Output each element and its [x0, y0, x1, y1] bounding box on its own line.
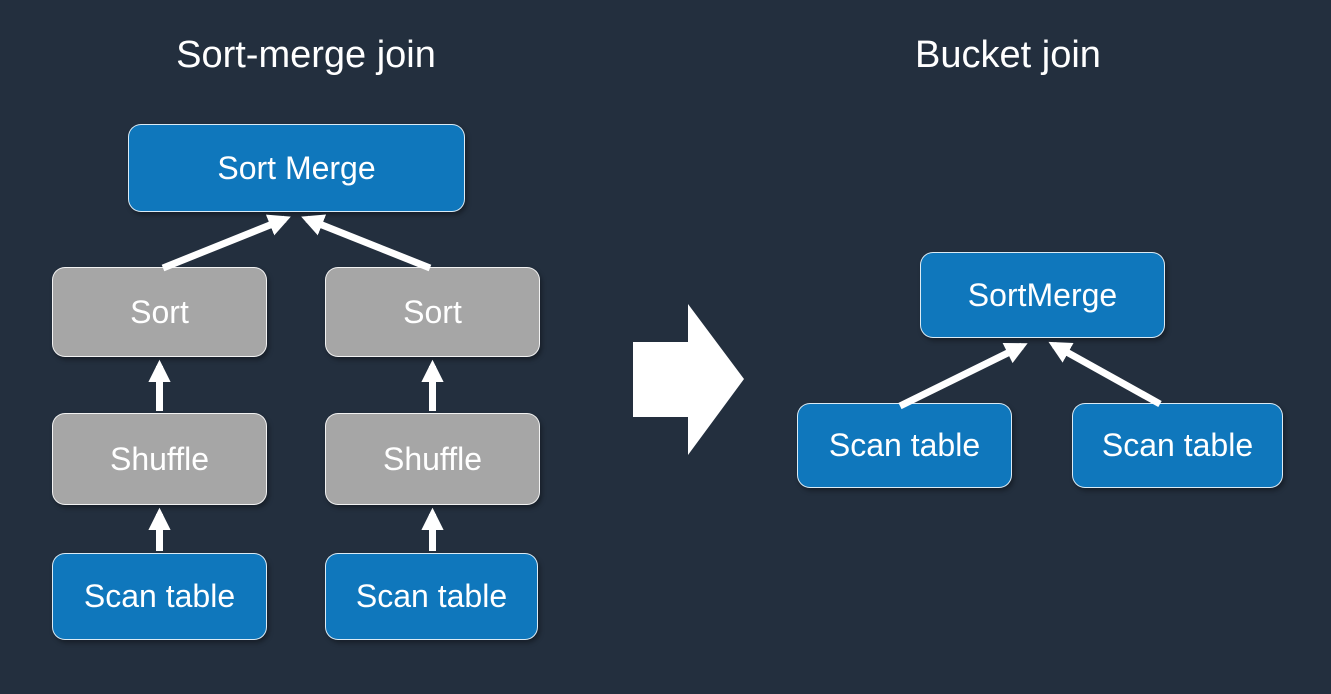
- node-label: Scan table: [828, 427, 981, 463]
- node-label: Scan table: [1101, 427, 1254, 463]
- node-label: Sort: [130, 293, 189, 330]
- node-shuffle-2: Shuffle: [325, 413, 540, 505]
- arrow-scan3-to-sortmerge: [898, 342, 1028, 410]
- node-sort-2: Sort: [325, 267, 540, 357]
- node-scan-table-1: Scan table: [52, 553, 267, 640]
- node-sort-merge-right: SortMerge: [920, 252, 1165, 338]
- node-label: Scan table: [355, 578, 508, 614]
- node-label: Shuffle: [109, 440, 210, 477]
- left-diagram-title: Sort-merge join: [176, 34, 436, 76]
- node-label: Sort Merge: [217, 149, 376, 186]
- node-scan-table-3: Scan table: [797, 403, 1012, 488]
- arrow-sort2-to-sortmerge: [301, 214, 432, 272]
- node-label: SortMerge: [967, 276, 1118, 313]
- node-label: Sort: [403, 293, 462, 330]
- block-arrow-icon: [633, 304, 744, 455]
- arrow-scan4-to-sortmerge: [1048, 341, 1162, 408]
- right-diagram-title: Bucket join: [915, 34, 1101, 76]
- node-sort-1: Sort: [52, 267, 267, 357]
- node-sort-merge-left: Sort Merge: [128, 124, 465, 212]
- node-label: Scan table: [83, 578, 236, 614]
- node-label: Shuffle: [382, 440, 483, 477]
- node-scan-table-4: Scan table: [1072, 403, 1283, 488]
- node-shuffle-1: Shuffle: [52, 413, 267, 505]
- arrow-sort1-to-sortmerge: [161, 214, 291, 272]
- node-scan-table-2: Scan table: [325, 553, 538, 640]
